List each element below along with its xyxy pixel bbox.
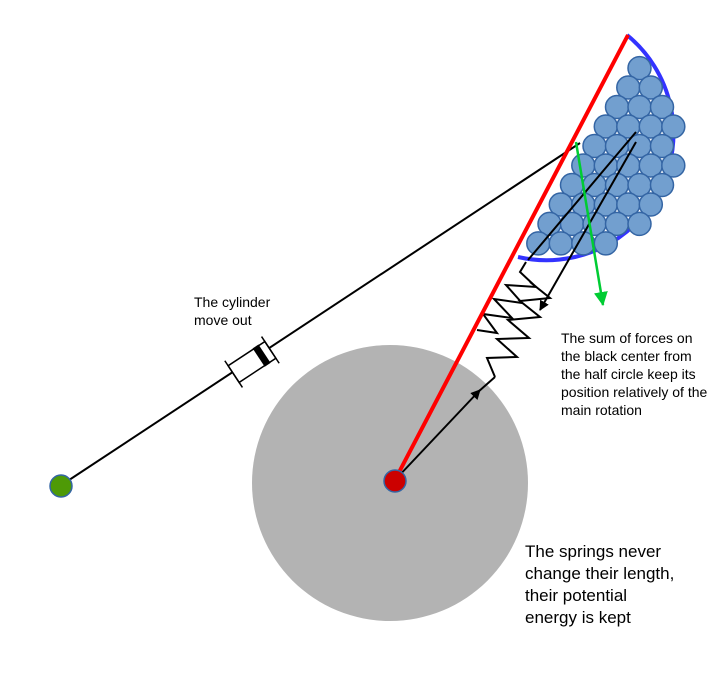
ball [638, 75, 664, 100]
ball [526, 231, 551, 256]
ball [548, 231, 574, 256]
resultant-force-arrow [574, 141, 608, 306]
ball [661, 153, 686, 178]
ball [593, 231, 619, 256]
ball [638, 192, 664, 217]
red-lever [394, 34, 630, 479]
ball [627, 211, 652, 237]
ball-cluster [526, 55, 686, 256]
cylinder-label: The cylinder move out [194, 294, 274, 328]
cylinder-piston [252, 344, 271, 367]
ball [627, 55, 652, 81]
ball [661, 114, 686, 139]
ball [649, 94, 675, 120]
anchor-point [49, 474, 73, 498]
cylinder [224, 336, 280, 388]
pivot-center [383, 469, 407, 493]
springs-label: The springs never change their length, t… [525, 542, 679, 627]
ball [649, 172, 675, 198]
force-line-lower [539, 141, 637, 311]
cylinder-rod [59, 142, 581, 487]
arrow-connector [477, 376, 496, 393]
force-line-upper [527, 131, 637, 261]
spring-upper [476, 261, 539, 335]
forces-label: The sum of forces on the black center fr… [561, 330, 711, 418]
ball [649, 133, 675, 159]
pivot-force-arrow [394, 389, 481, 481]
spring-lower [485, 281, 553, 378]
